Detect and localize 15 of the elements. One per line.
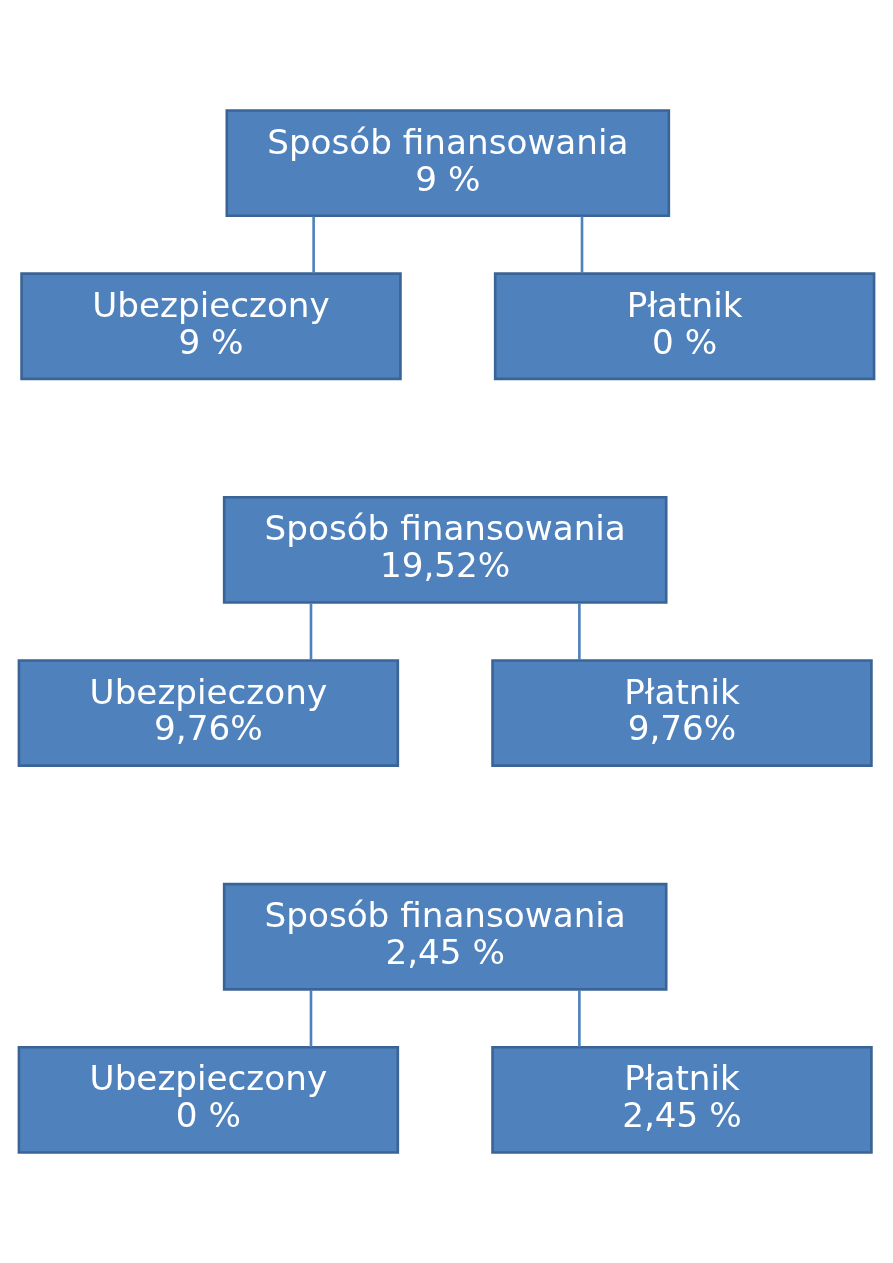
connector bbox=[312, 216, 315, 274]
node-box: Sposób finansowania 2,45 % bbox=[222, 882, 668, 991]
node-box: Płatnik 9,76% bbox=[491, 659, 873, 767]
node-box: Płatnik 0 % bbox=[493, 272, 876, 381]
connector bbox=[309, 990, 313, 1047]
connector bbox=[580, 216, 584, 274]
node-box: Ubezpieczony 0 % bbox=[17, 1045, 400, 1154]
node-box: Ubezpieczony 9 % bbox=[20, 272, 402, 381]
node-box: Sposób finansowania 9 % bbox=[225, 109, 671, 218]
node-box: Ubezpieczony 9,76% bbox=[17, 659, 400, 767]
node-box: Płatnik 2,45 % bbox=[491, 1045, 873, 1154]
connector bbox=[578, 990, 581, 1047]
connector bbox=[309, 603, 313, 661]
connector bbox=[578, 603, 581, 661]
node-box: Sposób finansowania 19,52% bbox=[222, 496, 668, 604]
